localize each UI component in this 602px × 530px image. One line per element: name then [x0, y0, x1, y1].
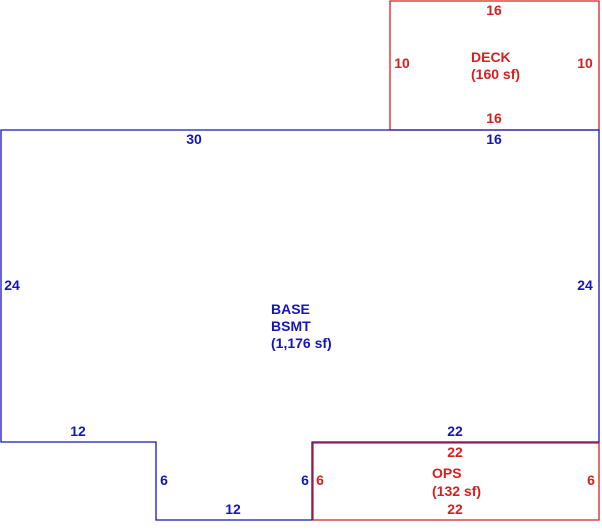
base-name-label: BASE [271, 301, 310, 317]
ops-name-label: OPS [432, 465, 462, 481]
base-dim-notch-right: 6 [301, 472, 309, 488]
deck-area-label: (160 sf) [471, 66, 520, 82]
base-dim-top-left: 30 [186, 131, 202, 147]
base-area-label: (1,176 sf) [271, 335, 332, 351]
base-dim-right: 24 [577, 277, 593, 293]
ops-outline[interactable] [312, 442, 600, 521]
deck-dim-right: 10 [577, 55, 593, 71]
base-dim-left: 24 [4, 277, 20, 293]
deck-area: 16 10 10 16 DECK (160 sf) [389, 0, 600, 131]
base-dim-bottom-right: 22 [447, 423, 463, 439]
ops-area-label: (132 sf) [432, 483, 481, 499]
base-outline[interactable] [0, 129, 600, 521]
base-dim-notch-left: 6 [160, 472, 168, 488]
base-dim-top-right: 16 [486, 131, 502, 147]
ops-dim-left: 6 [316, 472, 324, 488]
ops-area: 22 6 6 22 OPS (132 sf) [312, 442, 600, 521]
deck-dim-left: 10 [394, 55, 410, 71]
ops-dim-bottom: 22 [447, 501, 463, 517]
deck-dim-bottom: 16 [486, 110, 502, 126]
deck-dim-top: 16 [486, 2, 502, 18]
base-subname-label: BSMT [271, 318, 311, 334]
deck-name-label: DECK [471, 49, 511, 65]
ops-dim-right: 6 [587, 472, 595, 488]
base-area: 30 16 24 24 12 22 6 6 12 BASE BSMT (1,17… [0, 129, 600, 521]
base-dim-bottom-left: 12 [70, 423, 86, 439]
ops-dim-top: 22 [447, 444, 463, 460]
base-dim-notch-bottom: 12 [225, 501, 241, 517]
